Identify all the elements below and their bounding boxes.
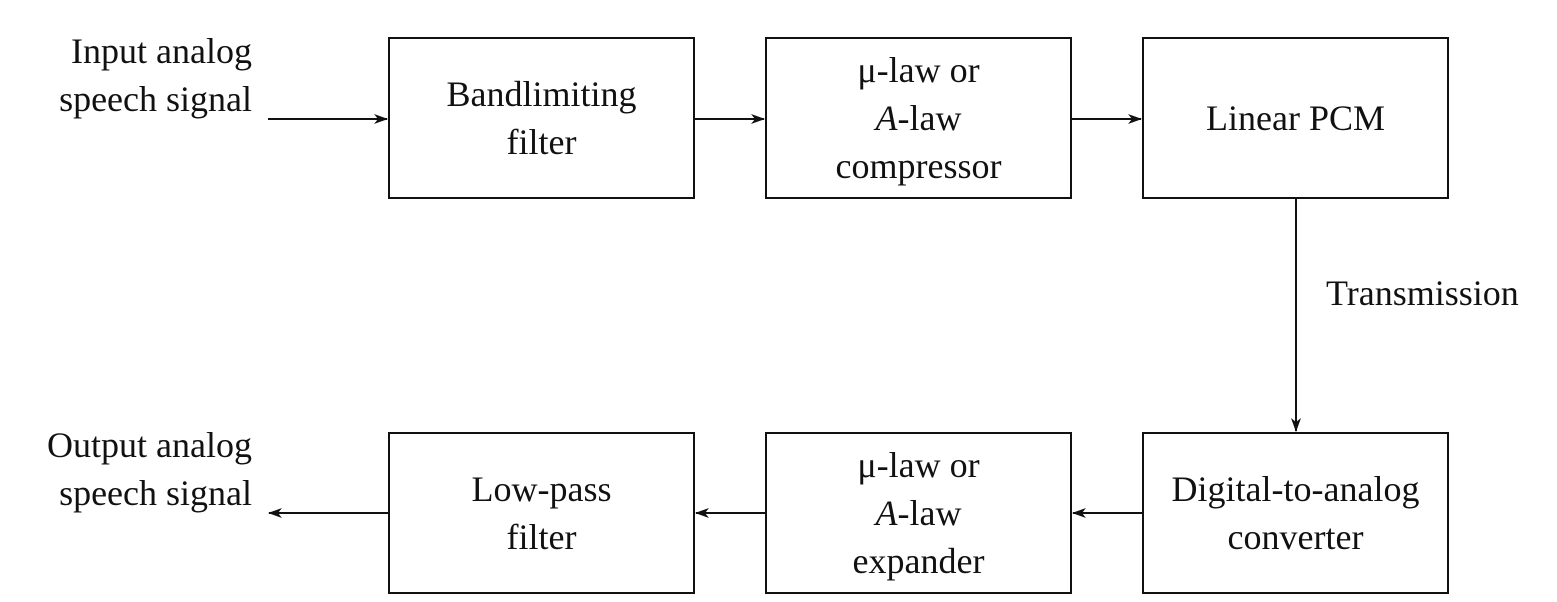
input-label-line2: speech signal (59, 79, 252, 119)
dac-block: Digital-to-analog converter (1142, 432, 1449, 594)
output-signal-label: Output analog speech signal (6, 421, 252, 517)
compressor-law-suffix: -law (897, 98, 962, 138)
expander-law-variable: A (875, 493, 898, 533)
compressor-line1: μ-law or (857, 50, 980, 90)
compressor-line2: A-law (876, 94, 962, 142)
lowpass-line1: Low-pass (471, 469, 612, 509)
bandlimiting-line1: Bandlimiting (446, 74, 637, 114)
transmission-label: Transmission (1326, 273, 1519, 313)
lowpass-line2: filter (506, 517, 577, 557)
expander-line3: expander (852, 541, 985, 581)
compressor-block: μ-law or A-law compressor (765, 37, 1072, 199)
lowpass-filter-block: Low-pass filter (388, 432, 695, 594)
output-label-line2: speech signal (59, 473, 252, 513)
input-label-line1: Input analog (71, 31, 252, 71)
output-label-line1: Output analog (47, 425, 252, 465)
compressor-line3: compressor (835, 146, 1002, 186)
expander-line2: A-law (876, 489, 962, 537)
expander-law-suffix: -law (897, 493, 962, 533)
expander-block: μ-law or A-law expander (765, 432, 1072, 594)
expander-line1: μ-law or (857, 445, 980, 485)
bandlimiting-line2: filter (506, 122, 577, 162)
compressor-law-variable: A (875, 98, 898, 138)
dac-line2: converter (1227, 517, 1364, 557)
bandlimiting-filter-block: Bandlimiting filter (388, 37, 695, 199)
dac-line1: Digital-to-analog (1171, 469, 1420, 509)
linear-pcm-block: Linear PCM (1142, 37, 1449, 199)
linear-pcm-line1: Linear PCM (1206, 98, 1385, 138)
input-signal-label: Input analog speech signal (20, 27, 252, 123)
